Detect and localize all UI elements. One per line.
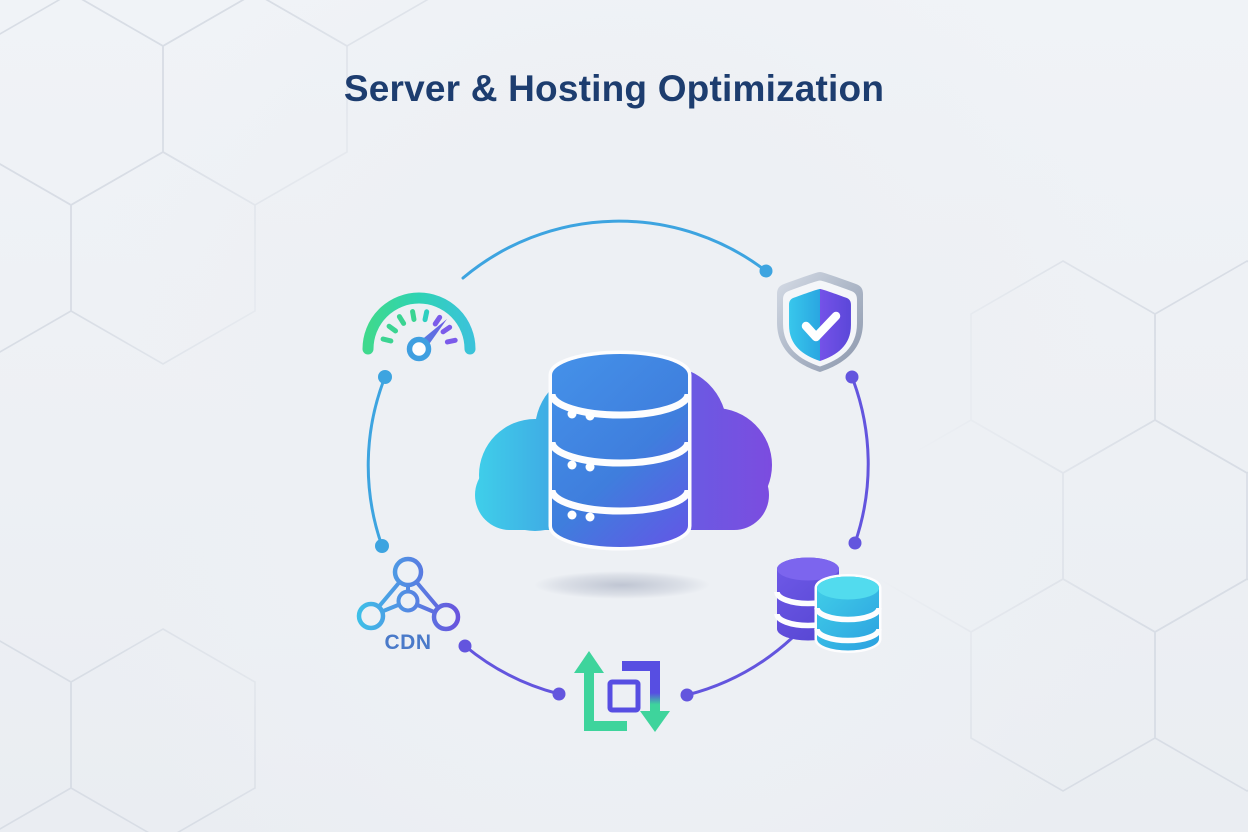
connector-arc-bottom-right xyxy=(685,636,794,697)
connector-arc-left xyxy=(366,375,387,548)
sync-arrows-icon xyxy=(574,651,670,732)
cdn-label: CDN xyxy=(385,631,432,654)
cdn-network-icon: CDN xyxy=(356,556,461,654)
connector-dots-purple xyxy=(458,370,862,702)
connector-dot xyxy=(458,639,472,653)
gauge-arc xyxy=(362,292,476,355)
server-led-dots xyxy=(567,409,595,522)
check-mark xyxy=(801,311,841,342)
connector-arc-bottom-left xyxy=(463,644,561,696)
connector-dot xyxy=(375,539,389,553)
server-stack xyxy=(548,350,692,551)
connector-dot xyxy=(759,264,773,278)
drop-shadow xyxy=(534,571,710,599)
database-cyan xyxy=(814,574,882,653)
orbit-connectors xyxy=(366,219,870,702)
connector-dot xyxy=(845,370,859,384)
connector-dot xyxy=(848,536,862,550)
connector-dots-cyan xyxy=(375,264,773,553)
connector-arc-right xyxy=(850,375,870,545)
sync-square xyxy=(607,679,641,713)
up-arrow xyxy=(574,651,627,731)
connector-dot xyxy=(552,687,566,701)
gauge-hub xyxy=(406,336,432,362)
shield-check-icon xyxy=(777,272,863,372)
speedometer-icon xyxy=(362,292,476,362)
connector-arc-top xyxy=(461,219,768,280)
connector-dot xyxy=(378,370,392,384)
gauge-ticks xyxy=(380,309,458,345)
down-arrow xyxy=(622,661,670,732)
server-stack-body xyxy=(548,350,692,551)
server-tier-separators xyxy=(548,393,692,515)
connector-dot xyxy=(680,688,694,702)
shield-inner xyxy=(789,289,851,361)
database-stack-icon xyxy=(774,557,882,653)
cdn-nodes xyxy=(356,556,461,632)
page-title: Server & Hosting Optimization xyxy=(343,68,885,109)
cloud-server-icon xyxy=(475,350,772,599)
